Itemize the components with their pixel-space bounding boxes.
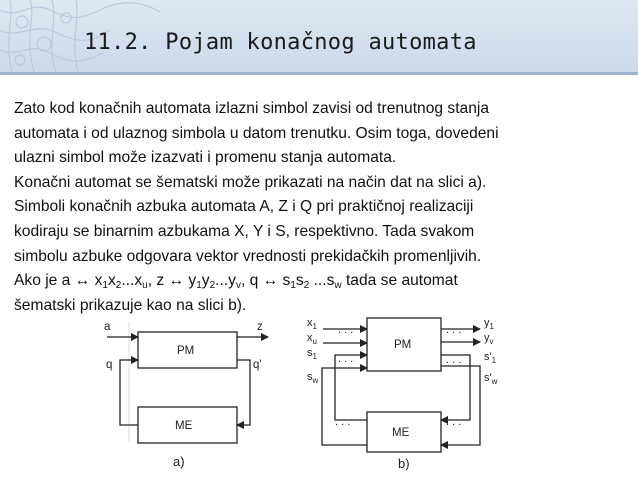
text-run: , q ↔ s	[240, 272, 291, 290]
label-sw-prime: s'w	[484, 372, 498, 386]
state-out-line	[236, 359, 251, 429]
state-out-sw	[440, 365, 481, 449]
dots-out-top: . . .	[446, 324, 461, 336]
subscript: v	[235, 280, 241, 292]
text-run: y	[201, 272, 210, 290]
subscript: w	[334, 280, 342, 292]
caption-b: b)	[398, 456, 410, 471]
subscript: 1	[196, 280, 202, 292]
output-label: z	[257, 321, 263, 333]
text-line: Zato kod konačnih automata izlazni simbo…	[14, 100, 490, 117]
figures: a z q q' PM ME a) x1 xu s1 sw y1 yv s'1 …	[104, 317, 498, 471]
page-title: 11.2. Pojam konačnog automata	[84, 30, 477, 55]
text-run: ...s	[309, 272, 335, 290]
caption-a: a)	[173, 454, 185, 469]
text-run: x	[107, 272, 116, 290]
feedback-s1	[334, 351, 368, 421]
pm-block	[137, 331, 238, 369]
subscript: 1	[102, 280, 108, 292]
dots-bottom-left: . . .	[335, 416, 350, 428]
text-run: s	[295, 272, 304, 290]
text-run: tada se automat	[341, 272, 458, 290]
figure-b	[321, 317, 481, 453]
state-out-label: q'	[253, 359, 262, 371]
text-line-encoding: Ako je a ↔ x1x2...xu, z ↔ y1y2...yv, q ↔…	[14, 269, 630, 294]
text-run: ...y	[215, 272, 236, 290]
dots-out-mid: . . .	[446, 354, 461, 366]
subscript: 2	[209, 280, 216, 292]
figure-b-labels: x1 xu s1 sw y1 yv s'1 s'w . . . . . . . …	[307, 317, 498, 471]
feedback-line	[119, 356, 139, 426]
subscript: u	[142, 280, 148, 292]
slide-header: 11.2. Pojam konačnog automata	[0, 0, 638, 72]
header-pattern	[0, 0, 161, 72]
label-s1: s1	[307, 347, 318, 361]
feedback-sw	[321, 364, 368, 446]
me-block	[366, 411, 442, 453]
text-line: Simboli konačnih azbuka automata A, Z i …	[14, 198, 474, 216]
label-xu: xu	[307, 332, 317, 346]
text-line: šematski prikazuje kao na slici b).	[14, 296, 247, 314]
text-line: ulazni simbol može izazvati i promenu st…	[14, 149, 397, 167]
text-line: simbolu azbuke odgovara vektor vrednosti…	[14, 247, 482, 265]
pm-label: PM	[177, 345, 194, 357]
slide-body: Zato kod konačnih automata izlazni simbo…	[14, 97, 630, 318]
label-yv: yv	[484, 332, 494, 346]
dots-in-top: . . .	[338, 324, 353, 336]
scan-shadow	[128, 322, 130, 442]
subscript: 1	[290, 280, 296, 292]
me-label: ME	[392, 427, 410, 439]
text-run: , z ↔ y	[147, 272, 197, 290]
subscript: 2	[115, 280, 122, 292]
text-run: Ako je a ↔ x	[14, 272, 103, 290]
state-out-s1	[440, 354, 471, 424]
text-line: Konačni automat se šematski može prikaza…	[14, 173, 487, 191]
figure-a	[107, 322, 269, 444]
text-run: ...x	[121, 272, 143, 290]
figure-a-labels: a z q q' PM ME a)	[104, 321, 263, 469]
dots-bottom-right: . . .	[446, 416, 461, 428]
label-x1: x1	[307, 317, 318, 331]
label-y1: y1	[484, 317, 495, 331]
pm-label: PM	[394, 339, 411, 351]
label-s1-prime: s'1	[484, 351, 497, 365]
label-sw: sw	[307, 371, 319, 385]
text-line: automata i od ulaznog simbola u datom tr…	[14, 124, 499, 142]
input-label: a	[104, 321, 111, 333]
text-line: kodiraju se binarnim azbukama X, Y i S, …	[14, 222, 475, 240]
header-divider	[0, 72, 638, 75]
dots-in-mid: . . .	[338, 353, 353, 365]
subscript: 2	[303, 280, 310, 292]
me-label: ME	[175, 420, 193, 432]
state-in-label: q	[106, 359, 112, 371]
